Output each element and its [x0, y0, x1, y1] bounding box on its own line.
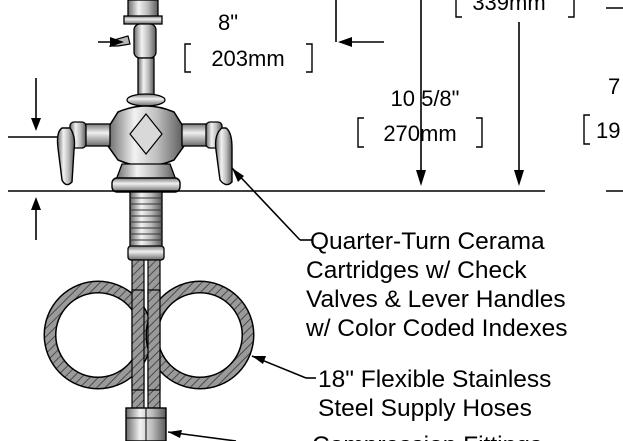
left-lever-handle — [56, 127, 76, 186]
spout-reach-mm-label: 203mm — [211, 46, 284, 71]
overall-height-mm-label: 270mm — [383, 121, 456, 146]
dimension-lines — [8, 0, 623, 240]
right-lever-handle — [214, 127, 233, 186]
fittings-callout-label: Compression Fittings — [312, 432, 542, 441]
spout-neck — [127, 0, 159, 19]
vertical-stem — [137, 57, 155, 99]
right-dim-mm-label: 19 — [596, 118, 620, 143]
spout-reach-inch-label: 8" — [218, 10, 238, 35]
cartridge-callout-line-1: Quarter-Turn Cerama — [310, 228, 545, 255]
overall-height-bracket-right — [476, 117, 483, 148]
spout-reach-bracket-left — [184, 43, 191, 73]
overall-height-inch-label: 10 5/8" — [391, 86, 460, 111]
fittings-callout: Compression Fittings — [167, 430, 542, 441]
top-height-bracket-right — [568, 0, 575, 18]
cartridge-callout-line-4: w/ Color Coded Indexes — [305, 315, 567, 342]
right-dim-inch-label: 7 — [608, 74, 620, 99]
top-height-bracket-left — [455, 0, 462, 18]
cartridge-callout: Quarter-Turn Cerama Cartridges w/ Check … — [231, 167, 567, 342]
spout-reach-bracket-right — [306, 43, 313, 73]
hose-callout-line-1: 18" Flexible Stainless — [318, 366, 551, 393]
cartridge-callout-line-2: Cartridges w/ Check — [306, 257, 527, 284]
hose-callout-line-2: Steel Supply Hoses — [318, 395, 532, 422]
hose-callout: 18" Flexible Stainless Steel Supply Hose… — [251, 355, 551, 422]
threaded-shank — [129, 191, 163, 249]
left-arm — [83, 123, 111, 147]
base-flange — [111, 177, 181, 193]
upper-valve-body — [133, 23, 157, 59]
overall-height-bracket-left — [357, 117, 364, 148]
cartridge-callout-line-3: Valves & Lever Handles — [306, 286, 566, 313]
right-arm — [181, 123, 209, 147]
faucet-drawing — [43, 0, 255, 441]
right-dim-bracket-left — [583, 114, 590, 145]
top-height-mm-label: 339mm — [472, 0, 545, 15]
